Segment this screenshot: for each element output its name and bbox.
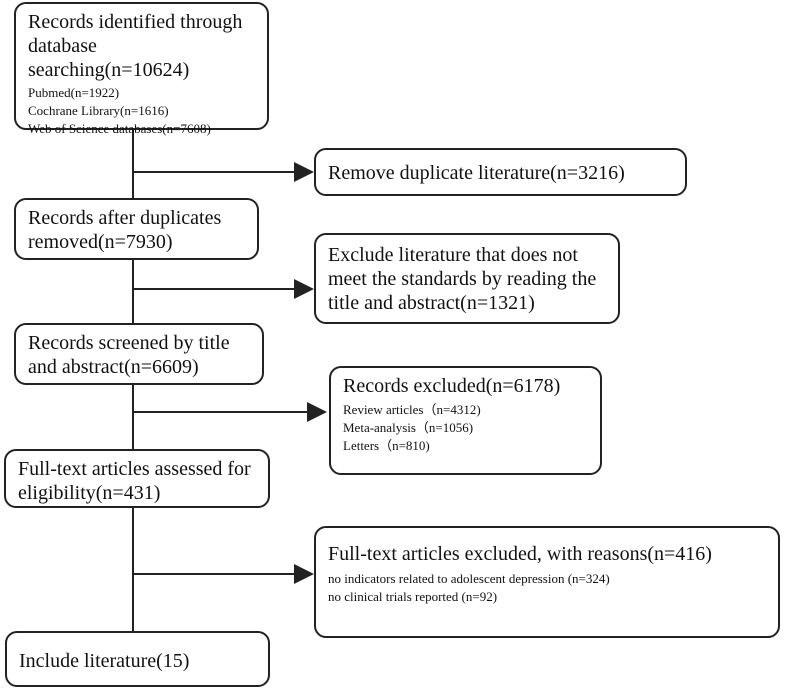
reason-review-articles: Review articles（n=4312) [343, 402, 481, 417]
reason-meta-analysis: Meta-analysis（n=1056) [343, 420, 474, 435]
fulltext-excluded-title: Full-text articles excluded, with reason… [328, 543, 712, 565]
source-pubmed: Pubmed(n=1922) [28, 85, 120, 100]
duplicates-removed-box: Remove duplicate literature(n=3216) [314, 148, 687, 196]
source-web-of-science: Web of Science databases(n=7608) [28, 121, 211, 136]
reason-letters: Letters（n=810) [343, 438, 430, 453]
after-duplicates-box: Records after duplicates removed(n=7930) [14, 198, 259, 260]
records-excluded-box: Records excluded(n=6178) Review articles… [329, 366, 602, 475]
screened-box: Records screened by title and abstract(n… [14, 323, 264, 385]
records-identified-title: Records identified through database sear… [28, 11, 243, 81]
records-excluded-title: Records excluded(n=6178) [343, 375, 561, 397]
included-box: Include literature(15) [5, 631, 270, 687]
records-identified-box: Records identified through database sear… [14, 2, 269, 136]
reason-no-clinical-trials: no clinical trials reported (n=92) [328, 589, 498, 604]
eligibility-box: Full-text articles assessed for eligibil… [4, 449, 270, 508]
source-cochrane: Cochrane Library(n=1616) [28, 103, 169, 118]
reason-no-indicators: no indicators related to adolescent depr… [328, 571, 610, 586]
title-abstract-exclusion-box: Exclude literature that does not meet th… [314, 233, 620, 324]
fulltext-excluded-box: Full-text articles excluded, with reason… [314, 526, 780, 638]
